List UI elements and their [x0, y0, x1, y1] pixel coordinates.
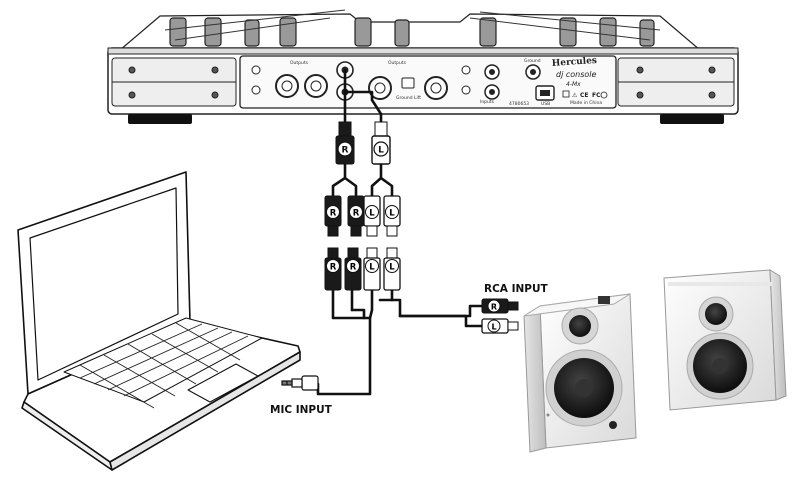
rca-letter-r: R — [342, 146, 349, 156]
rca-plug-left-2: L — [383, 195, 401, 237]
ground-label: Ground — [524, 58, 541, 64]
minijack-icon — [281, 375, 319, 391]
rca-plug-right-2: R — [347, 195, 365, 237]
panel-outputs-left-label: Outputs — [290, 60, 309, 66]
model-name: dj console — [556, 70, 596, 79]
dj-console: Outputs Outputs Ground Lift Inputs Groun… — [107, 9, 739, 124]
svg-text:⚠: ⚠ — [572, 92, 578, 99]
rca-plug-row-lower: R R L L — [324, 247, 401, 291]
speaker-icon — [523, 293, 637, 453]
rca-plug-left-4: L — [383, 247, 401, 291]
rca-letter-l: L — [369, 263, 375, 273]
rca-letter-r: R — [330, 209, 337, 219]
console-side-rails — [111, 57, 735, 107]
rca-plug-left-1: L — [363, 195, 381, 237]
rca-plug-left-top: L — [371, 121, 391, 165]
usb-label: USB — [541, 101, 550, 107]
rca-plug-right-4: R — [344, 247, 362, 291]
laptop-touchpad — [187, 363, 259, 403]
rca-input-label: RCA INPUT — [484, 283, 548, 295]
mic-input-label: MIC INPUT — [270, 404, 333, 416]
rca-letter-r: R — [350, 263, 357, 273]
ground-terminal — [525, 64, 541, 80]
rca-plug-left-input: L — [481, 318, 519, 334]
svg-text:CE: CE — [580, 92, 589, 99]
rca-letter-r: R — [353, 209, 360, 219]
inputs-jacks — [461, 64, 500, 100]
rca-plug-row-middle: R R L L — [324, 195, 401, 237]
console-foot-left — [128, 114, 192, 124]
rca-letter-r: R — [330, 263, 337, 273]
rca-letter-r: R — [491, 302, 497, 311]
laptop-keyboard — [63, 317, 263, 409]
laptop-icon — [17, 171, 301, 471]
rca-letter-l: L — [491, 322, 496, 331]
rca-plug-right-input: R — [481, 298, 519, 314]
console-top-controls — [118, 9, 702, 51]
rca-letter-l: L — [378, 146, 384, 156]
ground-lift-label: Ground Lift — [396, 95, 421, 101]
brand-logo: Hercules — [552, 56, 598, 69]
rca-input-plugs: R L — [481, 298, 519, 334]
rca-plug-left-3: L — [363, 247, 381, 291]
rca-plug-right-3: R — [324, 247, 342, 291]
rca-letter-l: L — [389, 263, 395, 273]
rca-plug-right-top: R — [335, 121, 355, 165]
console-foot-right — [660, 114, 724, 124]
made-in-label: Made in China — [570, 100, 602, 106]
compliance-icons: ⚠ CE FC — [562, 90, 608, 99]
outputs-left-jacks — [251, 65, 328, 98]
model-variant: 4-Mx — [566, 81, 581, 88]
rca-letter-l: L — [369, 209, 375, 219]
svg-text:FC: FC — [592, 92, 601, 99]
panel-outputs-center-label: Outputs — [388, 60, 407, 66]
speaker-icon — [663, 269, 787, 411]
cables — [316, 68, 484, 396]
rca-letter-l: L — [389, 209, 395, 219]
usb-icon — [535, 85, 555, 101]
serial-number: 4780653 — [509, 101, 529, 107]
panel-inputs-label: Inputs — [480, 99, 495, 105]
rca-plug-right-1: R — [324, 195, 342, 237]
